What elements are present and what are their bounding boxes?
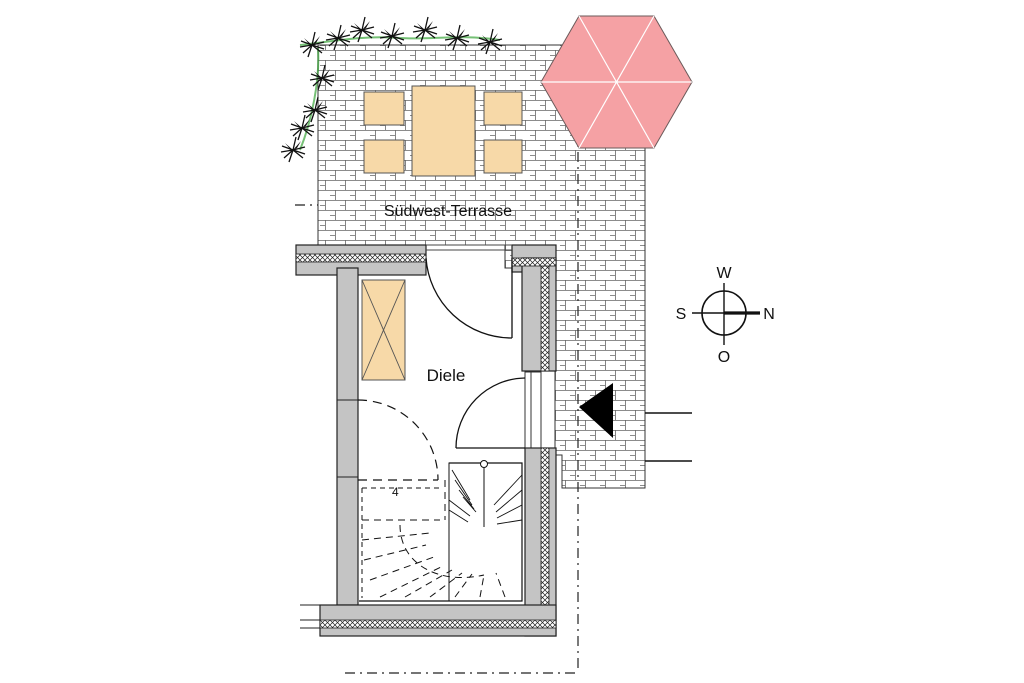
- side-door-frame: [524, 371, 542, 449]
- chair: [363, 91, 405, 126]
- terrace-label: Südwest-Terrasse: [384, 203, 512, 220]
- staircase: [359, 460, 523, 602]
- compass-east-label: O: [718, 349, 730, 366]
- parasol: [540, 15, 693, 149]
- chair: [483, 139, 523, 174]
- wardrobe: [361, 279, 406, 381]
- chair: [363, 139, 405, 174]
- dining-table-set: [363, 85, 523, 177]
- plants: [280, 16, 503, 163]
- chair: [483, 91, 523, 126]
- wall-bottom: [300, 604, 557, 637]
- stair-door-swing: [357, 399, 439, 481]
- room-label: Diele: [427, 366, 466, 385]
- side-door: [455, 377, 526, 449]
- wall-right-upper: [511, 257, 557, 372]
- compass-south-label: S: [676, 306, 687, 323]
- door-threshold: [426, 244, 512, 251]
- compass-north-label: N: [763, 306, 775, 323]
- property-boundary-lines: [295, 130, 579, 674]
- entrance-arrow-icon: [579, 383, 613, 438]
- compass: W S N O: [676, 265, 775, 366]
- wall-top-left: [295, 244, 427, 276]
- dining-table: [411, 85, 476, 177]
- stair-step-number: 4: [392, 485, 399, 499]
- exterior-lines: [645, 412, 692, 462]
- compass-west-label: W: [716, 265, 732, 282]
- entrance-door: [425, 257, 513, 339]
- wall-left: [336, 267, 359, 606]
